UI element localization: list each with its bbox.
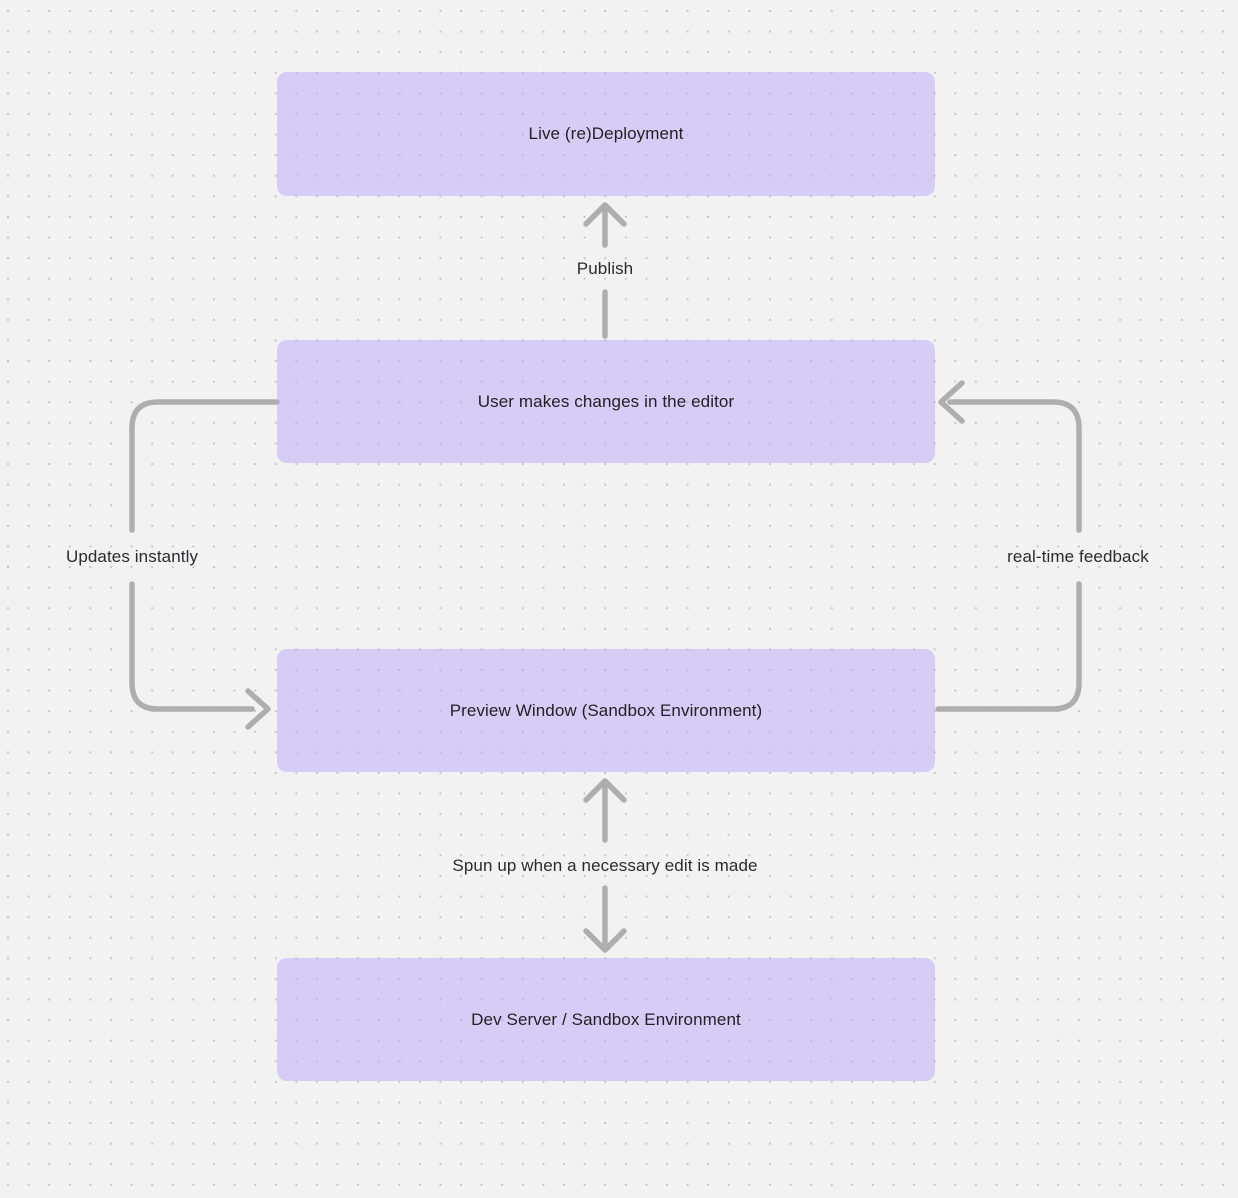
node-dev-server[interactable]: Dev Server / Sandbox Environment <box>277 958 935 1081</box>
node-label: Preview Window (Sandbox Environment) <box>449 700 763 720</box>
arrowhead-up-icon <box>583 778 627 803</box>
updates-line-lower <box>129 581 255 712</box>
edge-real-time-feedback[interactable] <box>935 380 1082 712</box>
node-label: User makes changes in the editor <box>477 391 735 411</box>
arrowhead-right-icon <box>245 688 271 730</box>
updates-line-upper <box>129 399 280 533</box>
edge-label-publish: Publish <box>576 259 634 278</box>
arrowhead-left-icon <box>938 380 965 424</box>
node-label: Dev Server / Sandbox Environment <box>471 1009 741 1029</box>
edge-label-updates-instantly: Updates instantly <box>65 547 199 566</box>
feedback-line-upper <box>947 399 1082 533</box>
arrowhead-up-icon <box>583 202 627 227</box>
arrowhead-down-icon <box>583 928 627 953</box>
node-user-editor[interactable]: User makes changes in the editor <box>277 340 935 463</box>
edge-label-spun-up: Spun up when a necessary edit is made <box>452 856 758 875</box>
node-live-redeployment[interactable]: Live (re)Deployment <box>277 72 935 196</box>
node-label: Live (re)Deployment <box>528 124 684 143</box>
edge-label-real-time-feedback: real-time feedback <box>1007 547 1149 566</box>
node-preview-window[interactable]: Preview Window (Sandbox Environment) <box>277 649 935 772</box>
feedback-line-lower <box>935 581 1082 712</box>
